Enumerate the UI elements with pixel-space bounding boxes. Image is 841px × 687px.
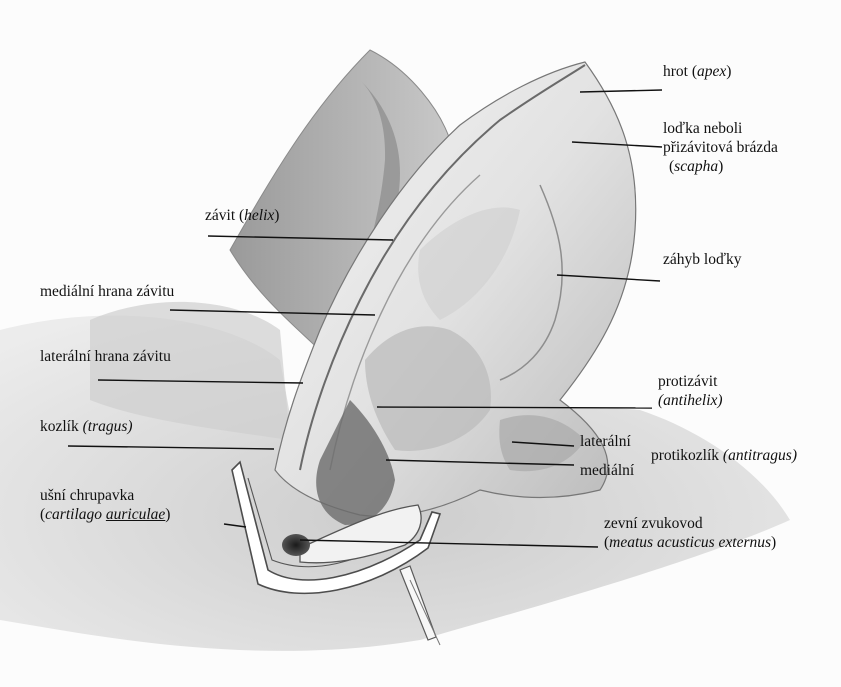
label-meatus-latin: meatus acusticus externus	[609, 534, 771, 551]
label-scapha-fold: záhyb loďky	[663, 250, 741, 269]
label-tragus: kozlík (tragus)	[40, 417, 133, 436]
label-scapha-fold-text: záhyb loďky	[663, 251, 741, 268]
label-lateral-text: laterální	[580, 433, 631, 450]
label-meatus-latin-line: (meatus acusticus externus)	[604, 533, 776, 552]
label-medial-edge-text: mediální hrana závitu	[40, 283, 174, 300]
label-tragus-latin: (tragus)	[83, 418, 133, 435]
label-helix-latin: helix	[244, 207, 274, 224]
label-antitragus-latin: (antitragus)	[723, 447, 797, 464]
label-antitragus-text: protikozlík	[651, 447, 719, 464]
label-lateral-edge-text: laterální hrana závitu	[40, 348, 171, 365]
label-medial-text: mediální	[580, 462, 634, 479]
label-helix: závit (helix)	[205, 206, 279, 225]
label-lateral: laterální	[580, 432, 631, 451]
label-antihelix-text: protizávit	[658, 372, 723, 391]
label-cartilage-latin-a: cartilago	[45, 506, 102, 523]
label-antitragus: protikozlík (antitragus)	[651, 446, 797, 465]
label-apex-text: hrot	[663, 63, 688, 80]
label-apex-latin: apex	[697, 63, 726, 80]
label-scapha-latin-line: (scapha)	[663, 157, 778, 176]
label-antihelix: protizávit (antihelix)	[658, 372, 723, 410]
label-cartilage-latin-line: (cartilago auriculae)	[40, 505, 170, 524]
ear-canal-opening	[282, 534, 310, 556]
label-medial-edge: mediální hrana závitu	[40, 282, 174, 301]
label-scapha: loďka neboli přizávitová brázda (scapha)	[663, 119, 778, 176]
label-scapha-line2: přizávitová brázda	[663, 138, 778, 157]
label-antihelix-latin: (antihelix)	[658, 392, 723, 409]
label-apex: hrot (apex)	[663, 62, 731, 81]
label-cartilage: ušní chrupavka (cartilago auriculae)	[40, 486, 170, 524]
label-tragus-text: kozlík	[40, 418, 79, 435]
label-meatus: zevní zvukovod (meatus acusticus externu…	[604, 514, 776, 552]
label-helix-text: závit	[205, 207, 235, 224]
label-cartilage-latin-b: auriculae	[106, 506, 165, 523]
label-scapha-latin: scapha	[674, 158, 718, 175]
label-cartilage-text: ušní chrupavka	[40, 486, 170, 505]
label-meatus-text: zevní zvukovod	[604, 514, 776, 533]
label-scapha-line1: loďka neboli	[663, 119, 778, 138]
label-lateral-edge: laterální hrana závitu	[40, 347, 171, 366]
label-medial: mediální	[580, 461, 634, 480]
